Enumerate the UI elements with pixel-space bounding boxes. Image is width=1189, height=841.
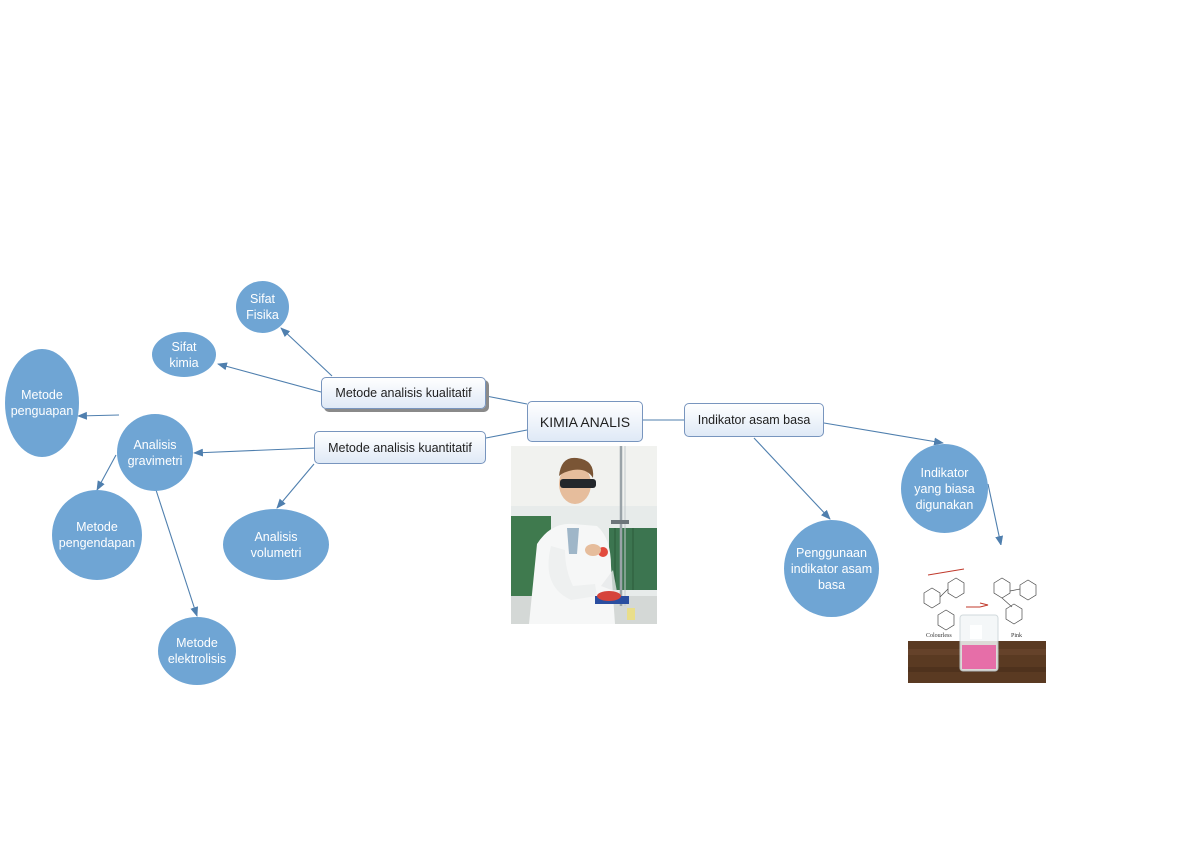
- edge-center-quantitative: [485, 429, 528, 439]
- indicator-node[interactable]: Indikator asam basa: [684, 403, 824, 437]
- qualitative-method-node[interactable]: Metode analisis kualitatif: [321, 377, 486, 409]
- edge-qualitative-chemical: [217, 362, 322, 393]
- evaporation-method-label: Metode penguapan: [10, 388, 74, 418]
- edge-indicator-usage: [753, 437, 831, 520]
- physical-properties-label: Sifat Fisika: [246, 292, 279, 322]
- physical-properties-node[interactable]: Sifat Fisika: [236, 281, 289, 333]
- indicator-label: Indikator asam basa: [697, 413, 811, 427]
- photo-caption-right: Pink: [1011, 633, 1023, 639]
- evaporation-method-node[interactable]: Metode penguapan: [5, 349, 79, 457]
- edge-gravimetric-evaporation: [77, 411, 120, 420]
- precipitation-method-node[interactable]: Metode pengendapan: [52, 490, 142, 580]
- edge-quantitative-gravimetric: [193, 447, 315, 457]
- volumetric-analysis-node[interactable]: Analisis volumetri: [223, 509, 329, 580]
- edge-indicator-common: [823, 422, 944, 446]
- edge-center-qualitative: [485, 395, 528, 405]
- indicator-usage-label: Penggunaan indikator asam basa: [790, 545, 873, 592]
- central-node[interactable]: KIMIA ANALIS: [527, 401, 643, 442]
- quantitative-method-label: Metode analisis kuantitatif: [328, 440, 472, 455]
- gravimetric-analysis-label: Analisis gravimetri: [127, 437, 183, 468]
- central-node-label: KIMIA ANALIS: [539, 413, 631, 430]
- precipitation-method-label: Metode pengendapan: [58, 520, 136, 550]
- qualitative-method-label: Metode analisis kualitatif: [335, 386, 472, 400]
- electrolysis-method-label: Metode elektrolisis: [167, 636, 227, 666]
- scientist-titration-photo: [511, 446, 657, 624]
- phenolphthalein-beaker-photo: Colourless Pink: [908, 545, 1046, 683]
- edge-common-photo: [987, 483, 1004, 546]
- indicator-usage-node[interactable]: Penggunaan indikator asam basa: [784, 520, 879, 617]
- common-indicators-label: Indikator yang biasa digunakan: [914, 465, 975, 512]
- gravimetric-analysis-node[interactable]: Analisis gravimetri: [117, 414, 193, 491]
- electrolysis-method-node[interactable]: Metode elektrolisis: [158, 617, 236, 685]
- quantitative-method-node[interactable]: Metode analisis kuantitatif: [314, 431, 486, 464]
- chemical-properties-node[interactable]: Sifat kimia: [152, 332, 216, 377]
- volumetric-analysis-label: Analisis volumetri: [250, 529, 302, 560]
- edge-gravimetric-precipitation: [96, 454, 117, 491]
- photo-caption-left: Colourless: [926, 633, 952, 639]
- chemical-properties-label: Sifat kimia: [169, 339, 199, 370]
- common-indicators-node[interactable]: Indikator yang biasa digunakan: [901, 444, 988, 533]
- edge-gravimetric-electrolysis: [155, 489, 199, 617]
- edge-qualitative-physical: [280, 327, 333, 377]
- edge-quantitative-volumetric: [276, 463, 315, 509]
